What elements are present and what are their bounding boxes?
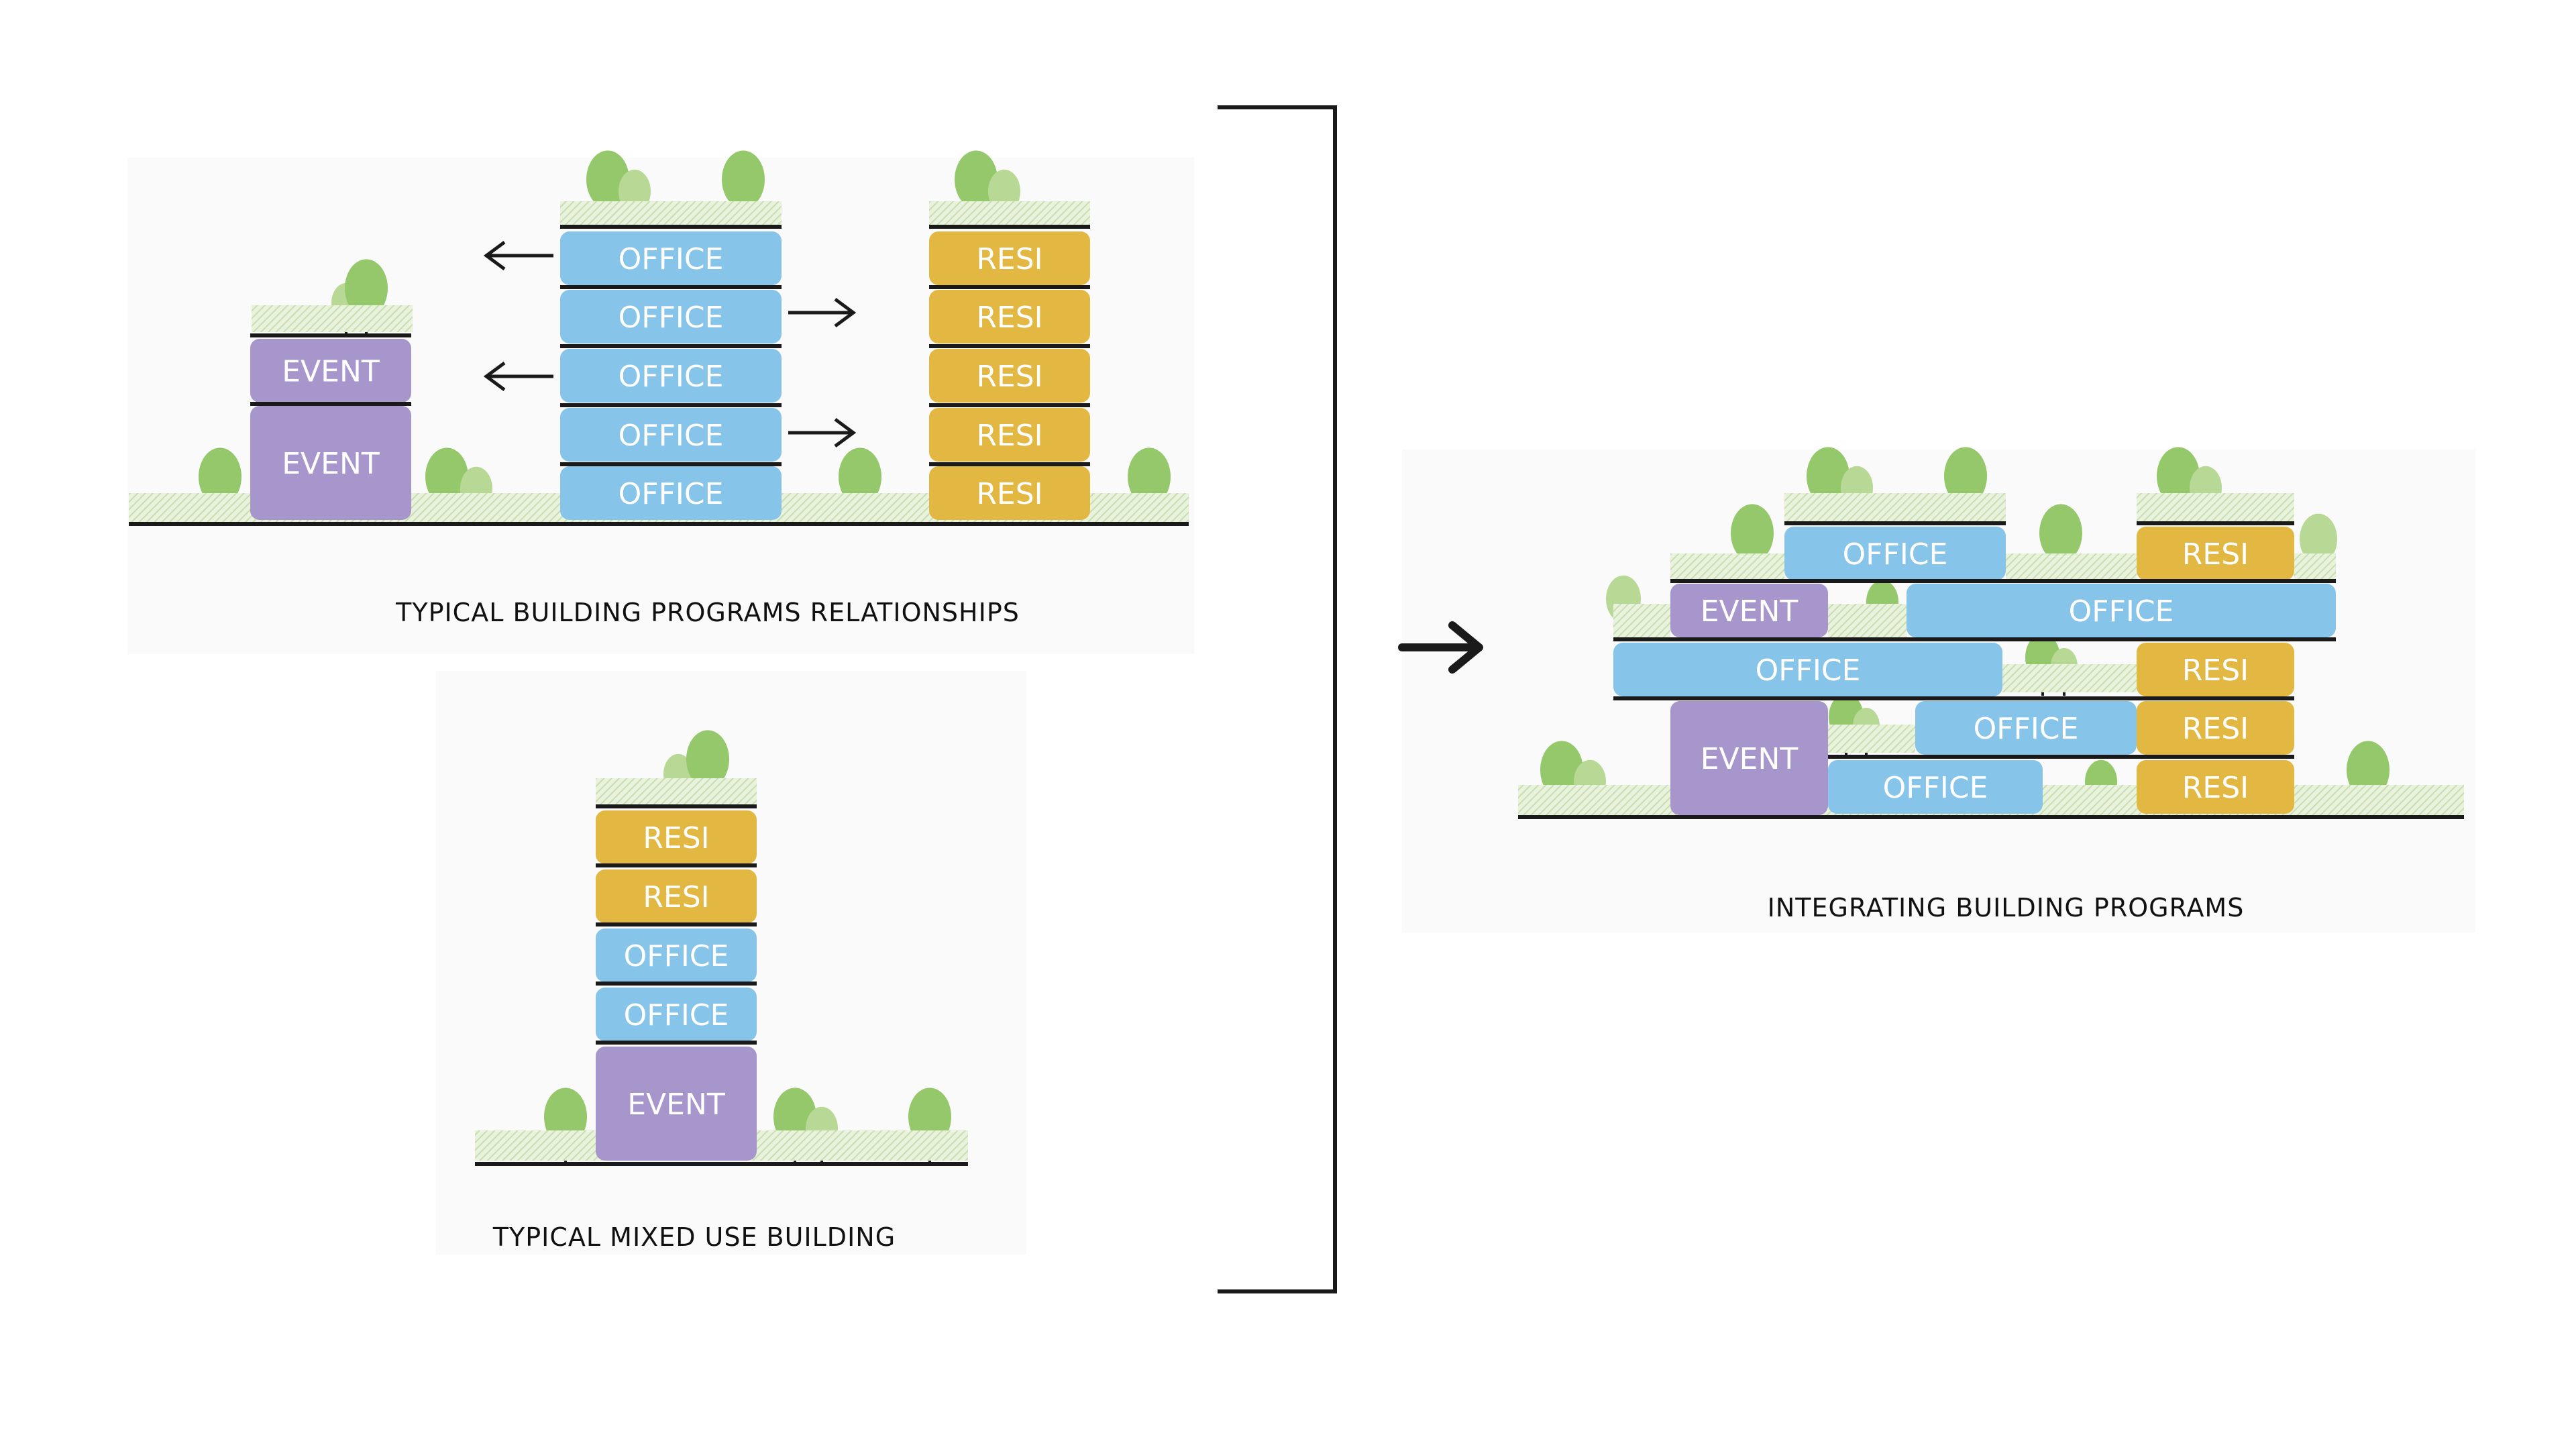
event-label: EVENT: [1701, 594, 1799, 629]
event-block: EVENT: [1670, 584, 1828, 637]
office-label: OFFICE: [2069, 594, 2174, 629]
office-block: OFFICE: [560, 290, 782, 343]
ground-hatch: [1828, 604, 1907, 637]
resi-label: RESI: [976, 419, 1042, 453]
floor-lines-layer: [129, 225, 2464, 1166]
event-block: EVENT: [250, 406, 411, 520]
ground-hatch: [252, 305, 413, 332]
resi-label: RESI: [976, 360, 1042, 394]
office-block: OFFICE: [560, 349, 782, 403]
arrow-left-icon: [483, 361, 553, 392]
event-label: EVENT: [1701, 742, 1799, 776]
office-label: OFFICE: [1883, 771, 1988, 805]
ground-hatch: [1784, 493, 2006, 521]
office-label: OFFICE: [1843, 537, 1948, 572]
resi-label: RESI: [976, 477, 1042, 511]
office-label: OFFICE: [624, 998, 729, 1032]
arrow-left-icon: [483, 240, 553, 271]
ground-hatch: [596, 778, 757, 805]
resi-label: RESI: [2182, 771, 2249, 805]
resi-block: RESI: [2137, 643, 2294, 696]
office-block: OFFICE: [1828, 760, 2043, 814]
caption-integrating: INTEGRATING BUILDING PROGRAMS: [1768, 893, 2245, 922]
ground-hatch: [2137, 493, 2294, 521]
resi-block: RESI: [2137, 527, 2294, 580]
resi-block: RESI: [929, 231, 1090, 285]
resi-block: RESI: [596, 810, 757, 864]
office-block: OFFICE: [596, 929, 757, 982]
resi-block: RESI: [929, 290, 1090, 343]
office-label: OFFICE: [1756, 653, 1861, 688]
event-label: EVENT: [282, 447, 380, 481]
resi-block: RESI: [2137, 760, 2294, 814]
caption-typical-relationships: TYPICAL BUILDING PROGRAMS RELATIONSHIPS: [395, 598, 1020, 627]
resi-label: RESI: [2182, 653, 2249, 688]
office-block: OFFICE: [1784, 527, 2006, 580]
ground-hatch: [2294, 553, 2336, 582]
office-label: OFFICE: [1974, 712, 2079, 746]
ground-hatch: [1828, 725, 1915, 753]
grouping-bracket: [1218, 105, 1337, 1293]
office-label: OFFICE: [619, 477, 724, 511]
program-blocks-layer: EVENT EVENT OFFICE OFFICE OFFICE OFFICE OFFICE…: [250, 231, 2336, 1161]
office-block: OFFICE: [560, 408, 782, 462]
resi-block: RESI: [2137, 701, 2294, 755]
resi-block: RESI: [929, 349, 1090, 403]
office-block: OFFICE: [596, 988, 757, 1041]
office-block: OFFICE: [560, 466, 782, 520]
office-label: OFFICE: [624, 939, 729, 973]
resi-block: RESI: [929, 466, 1090, 520]
event-block: EVENT: [596, 1047, 757, 1161]
resi-label: RESI: [976, 301, 1042, 335]
resi-block: RESI: [929, 408, 1090, 462]
arrow-right-icon: [1398, 621, 1483, 674]
event-block: EVENT: [1670, 701, 1828, 815]
resi-label: RESI: [2182, 537, 2249, 572]
event-label: EVENT: [282, 355, 380, 389]
event-label: EVENT: [627, 1088, 725, 1122]
ground-hatch: [929, 201, 1090, 228]
office-block: OFFICE: [1907, 584, 2336, 637]
resi-block: RESI: [596, 869, 757, 923]
ground-hatch: [560, 201, 782, 228]
office-label: OFFICE: [619, 242, 724, 276]
office-block: OFFICE: [1613, 643, 2002, 696]
office-block: OFFICE: [560, 231, 782, 285]
resi-label: RESI: [643, 821, 709, 855]
resi-label: RESI: [2182, 712, 2249, 746]
arrow-right-icon: [788, 297, 857, 328]
caption-typical-mixed-use: TYPICAL MIXED USE BUILDING: [492, 1222, 896, 1252]
ground-hatch: [2006, 553, 2137, 582]
office-block: OFFICE: [1915, 701, 2137, 755]
ground-hatch: [2002, 664, 2137, 692]
event-block: EVENT: [250, 339, 411, 403]
ground-hatch: [1670, 553, 1784, 582]
office-label: OFFICE: [619, 360, 724, 394]
arrow-right-icon: [788, 417, 857, 448]
resi-label: RESI: [643, 880, 709, 914]
ground-hatch: [1613, 604, 1670, 637]
resi-label: RESI: [976, 242, 1042, 276]
office-label: OFFICE: [619, 419, 724, 453]
office-label: OFFICE: [619, 301, 724, 335]
